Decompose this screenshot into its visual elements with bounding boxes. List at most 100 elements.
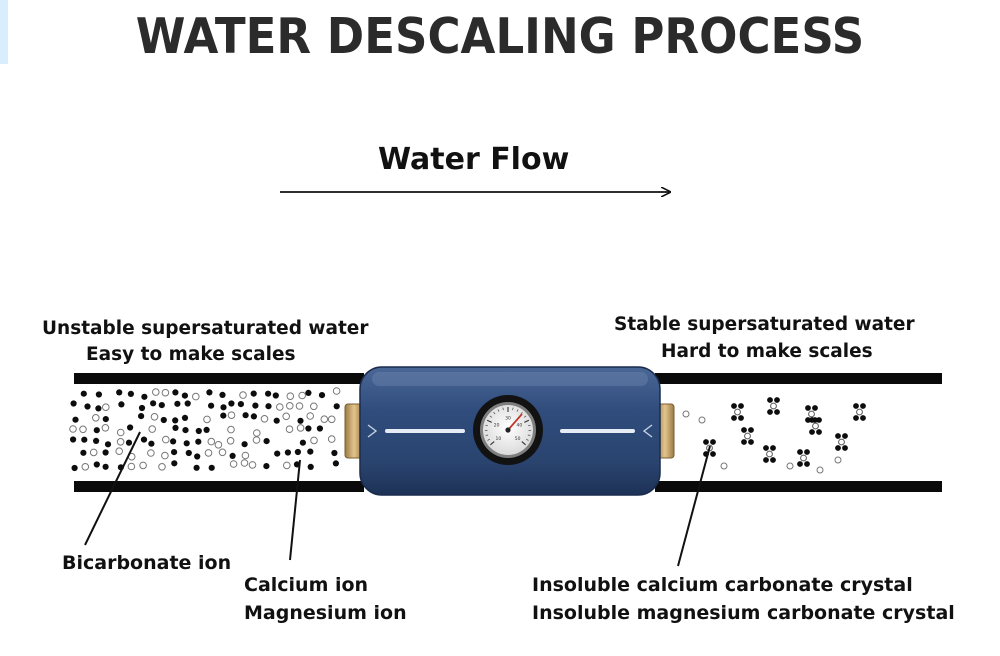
left-state-line2: Easy to make scales	[86, 344, 296, 365]
bicarbonate-dot	[227, 411, 236, 420]
ion-dot	[127, 390, 134, 397]
bicarbonate-dot	[248, 461, 257, 469]
ion-dot	[305, 425, 312, 432]
ion-particle-field	[69, 387, 341, 472]
bicarbonate-dot	[162, 435, 170, 444]
ion-dot	[95, 391, 102, 398]
ion-dot	[183, 440, 190, 447]
ion-dot	[102, 463, 109, 470]
bicarbonate-dot	[252, 436, 261, 444]
ion-dot	[294, 448, 301, 456]
ion-dot	[220, 404, 227, 411]
bicarbonate-dot	[240, 459, 249, 467]
ion-dot	[203, 426, 210, 433]
ion-dot	[70, 436, 77, 443]
magnesium-carbonate-crystal-label: Insoluble magnesium carbonate crystal	[532, 602, 955, 624]
right-state-line1: Stable supersaturated water	[614, 314, 915, 335]
bicarbonate-dot	[102, 403, 110, 412]
bicarbonate-dot	[127, 462, 136, 471]
bicarbonate-dot	[204, 449, 213, 457]
crystal-cluster	[853, 403, 866, 421]
bicarbonate-dot	[203, 415, 211, 424]
crystal-cluster	[797, 449, 810, 467]
bicarbonate-dot	[79, 425, 87, 434]
ion-dot	[228, 400, 235, 407]
ion-dot	[332, 460, 339, 467]
ion-dot	[138, 404, 146, 412]
ion-dot	[81, 436, 88, 443]
ion-dot	[208, 402, 215, 409]
crystal-cluster	[741, 427, 754, 445]
ion-dot	[307, 463, 314, 470]
ion-dot	[265, 390, 272, 397]
bicarbonate-dot	[282, 412, 291, 421]
ion-dot	[252, 402, 259, 409]
ion-dot	[318, 392, 326, 399]
ion-dot	[80, 390, 87, 397]
ion-dot	[263, 463, 270, 470]
ion-dot	[272, 392, 279, 399]
bicarbonate-dot	[298, 391, 307, 400]
ion-dot	[93, 461, 100, 468]
ion-dot	[273, 417, 280, 424]
ion-dot	[220, 412, 227, 419]
ion-dot	[171, 449, 178, 456]
calcium-carbonate-crystal-label: Insoluble calcium carbonate crystal	[532, 574, 913, 596]
bicarbonate-dot	[152, 388, 160, 396]
ion-dot	[80, 449, 87, 456]
crystal-particle-field	[682, 397, 866, 474]
bicarbonate-dot	[296, 424, 305, 432]
ion-dot	[141, 393, 148, 400]
stray-ion-dot	[720, 462, 728, 470]
bicarbonate-dot	[286, 402, 294, 410]
ion-dot	[265, 403, 272, 410]
ion-dot	[102, 449, 109, 456]
bicarbonate-dot	[148, 425, 156, 433]
page-title: WATER DESCALING PROCESS	[135, 8, 865, 65]
bicarbonate-dot	[327, 415, 336, 424]
crystal-cluster	[805, 405, 818, 423]
gauge-tick-label: 50	[515, 436, 521, 442]
ion-dot	[331, 449, 338, 457]
right-state-line2: Hard to make scales	[661, 341, 873, 362]
ion-dot	[208, 464, 215, 471]
ion-dot	[148, 440, 155, 447]
ion-dot	[116, 389, 123, 396]
calcium-ion-label: Calcium ion	[244, 574, 369, 596]
bicarbonate-dot	[252, 429, 261, 437]
stray-ion-dot	[816, 466, 824, 474]
ion-dot	[206, 389, 213, 396]
bicarbonate-dot	[214, 441, 223, 449]
ion-dot	[171, 460, 178, 467]
ion-dot	[274, 450, 281, 457]
ion-dot	[195, 438, 202, 445]
ion-dot	[193, 464, 200, 471]
crystal-cluster	[763, 445, 776, 463]
ion-dot	[172, 417, 179, 424]
crystal-pointer	[677, 445, 711, 567]
pipe-top-wall-left	[74, 373, 364, 384]
ion-dot	[284, 449, 291, 456]
stray-ion-dot	[786, 462, 794, 470]
ion-dot	[84, 403, 91, 410]
calcium-pointer	[289, 459, 301, 561]
stray-ion-dot	[682, 410, 690, 418]
ion-dot	[138, 413, 145, 420]
ion-dot	[305, 389, 312, 396]
ion-dot	[150, 400, 157, 407]
bicarbonate-dot	[283, 461, 291, 470]
gauge-tick-label: 20	[494, 423, 500, 429]
bicarbonate-dot	[158, 463, 166, 471]
bicarbonate-dot	[229, 460, 238, 468]
bicarbonate-pointer	[84, 431, 141, 546]
bicarbonate-dot	[150, 413, 159, 421]
bicarbonate-dot	[192, 392, 200, 401]
bicarbonate-dot	[226, 437, 235, 445]
ion-dot	[297, 417, 304, 424]
crystal-cluster	[835, 433, 848, 451]
ion-dot	[333, 403, 340, 410]
ion-dot	[316, 425, 323, 432]
left-state-line1: Unstable supersaturated water	[42, 318, 369, 339]
pipe-top-wall-right	[655, 373, 942, 384]
